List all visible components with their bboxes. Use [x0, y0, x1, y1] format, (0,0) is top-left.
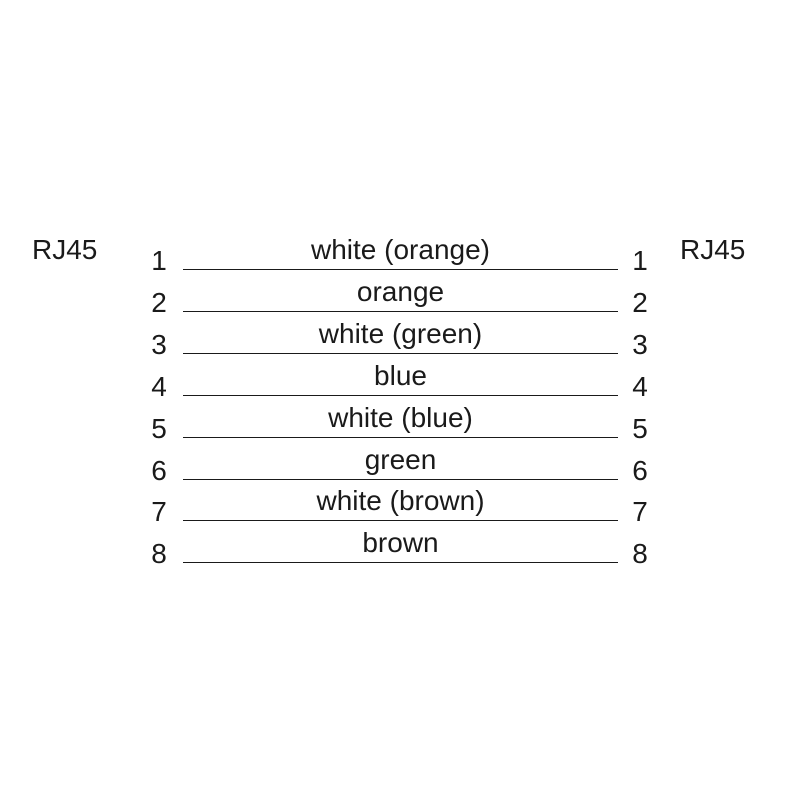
wire-line — [183, 352, 618, 354]
wire-line — [183, 478, 618, 480]
wire-color-label: orange — [356, 275, 445, 307]
wire-color-label: white (blue) — [328, 401, 473, 433]
pin-number-left: 3 — [151, 328, 167, 360]
wire-color-label: white (brown) — [316, 485, 485, 517]
pin-number-right: 8 — [632, 538, 648, 570]
pin-number-left: 2 — [151, 286, 167, 318]
connector-label-left: RJ45 — [32, 234, 98, 265]
wire-color-label: white (orange) — [311, 234, 490, 265]
wire-color-label: green — [364, 443, 437, 475]
pin-number-left: 8 — [151, 538, 167, 570]
pin-number-left: 4 — [151, 370, 167, 402]
pin-number-right: 4 — [632, 370, 648, 402]
pin-number-left: 5 — [151, 412, 167, 444]
wire-line — [183, 310, 618, 312]
pin-number-left: 7 — [151, 496, 167, 528]
pin-number-left: 6 — [151, 454, 167, 486]
wire-line — [183, 394, 618, 396]
pin-number-left: 1 — [151, 245, 167, 276]
pin-number-right: 7 — [632, 496, 648, 528]
pin-number-right: 3 — [632, 328, 648, 360]
wire-line — [183, 562, 618, 564]
wire-color-label: brown — [362, 527, 439, 559]
wire-color-label: blue — [374, 359, 427, 391]
pin-number-right: 2 — [632, 286, 648, 318]
wire-line — [183, 520, 618, 522]
connector-label-right: RJ45 — [680, 234, 746, 265]
pin-number-right: 5 — [632, 412, 648, 444]
pin-number-right: 6 — [632, 454, 648, 486]
wire-line — [183, 436, 618, 438]
wire-color-label: white (green) — [318, 317, 483, 349]
pin-number-right: 1 — [632, 245, 648, 276]
wire-line — [183, 269, 618, 270]
